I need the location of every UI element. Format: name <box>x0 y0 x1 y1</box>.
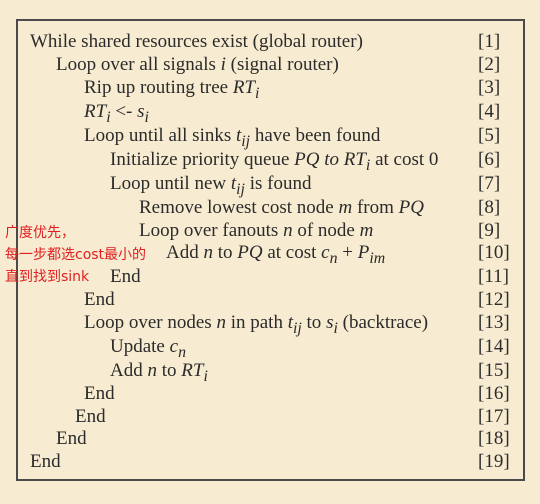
code-line-13: Loop over nodes n in path tij to si (bac… <box>0 311 540 337</box>
line-number: [11] <box>478 266 509 287</box>
code-line-6: Initialize priority queue PQ to RTi at c… <box>0 148 540 174</box>
code-line-10: Add n to PQ at cost cn + Pim [10] <box>0 241 540 267</box>
line-number: [18] <box>478 428 510 449</box>
code-text: End <box>84 383 115 404</box>
code-text: Update cn <box>110 336 186 361</box>
line-number: [7] <box>478 173 501 194</box>
line-number: [8] <box>478 197 501 218</box>
code-line-9: Loop over fanouts n of node m [9] <box>0 219 540 243</box>
annotation-line: 每一步都选cost最小的 <box>5 247 147 263</box>
code-text: Add n to RTi <box>110 360 208 385</box>
code-text: Initialize priority queue PQ to RTi at c… <box>110 149 439 174</box>
code-line-8: Remove lowest cost node m from PQ [8] <box>0 196 540 220</box>
line-number: [13] <box>478 312 510 333</box>
code-text: Loop over all signals i (signal router) <box>56 54 339 75</box>
annotation-line: 直到找到sink <box>5 269 90 285</box>
code-line-14: Update cn [14] <box>0 335 540 361</box>
line-number: [10] <box>478 242 510 263</box>
code-line-19: End [19] <box>0 450 540 474</box>
line-number: [16] <box>478 383 510 404</box>
line-number: [12] <box>478 289 510 310</box>
code-text: Loop until all sinks tij have been found <box>84 125 381 150</box>
code-text: End <box>75 406 106 427</box>
code-text: RTi <- si <box>84 101 149 126</box>
code-line-16: End [16] <box>0 382 540 406</box>
code-text: Loop over fanouts n of node m <box>139 220 374 241</box>
line-number: [6] <box>478 149 501 170</box>
code-line-2: Loop over all signals i (signal router) … <box>0 53 540 77</box>
code-text: End <box>84 289 115 310</box>
code-text: Rip up routing tree RTi <box>84 77 260 102</box>
code-text: End <box>56 428 87 449</box>
code-text: End <box>30 451 61 472</box>
line-number: [9] <box>478 220 501 241</box>
code-line-4: RTi <- si [4] <box>0 100 540 126</box>
line-number: [2] <box>478 54 501 75</box>
code-line-11: End [11] <box>0 265 540 289</box>
code-line-5: Loop until all sinks tij have been found… <box>0 124 540 150</box>
line-number: [3] <box>478 77 501 98</box>
code-line-18: End [18] <box>0 427 540 451</box>
line-number: [4] <box>478 101 501 122</box>
line-number: [17] <box>478 406 510 427</box>
algorithm-box <box>16 19 525 481</box>
annotation-line: 广度优先， <box>5 225 75 241</box>
code-text: End <box>110 266 141 287</box>
line-number: [15] <box>478 360 510 381</box>
code-line-7: Loop until new tij is found [7] <box>0 172 540 198</box>
code-line-15: Add n to RTi [15] <box>0 359 540 385</box>
line-number: [19] <box>478 451 510 472</box>
code-text: Remove lowest cost node m from PQ <box>139 197 424 218</box>
code-line-17: End [17] <box>0 405 540 429</box>
handwritten-annotation: 广度优先， 每一步都选cost最小的 直到找到sink <box>5 222 205 288</box>
code-line-3: Rip up routing tree RTi [3] <box>0 76 540 102</box>
code-text: Loop over nodes n in path tij to si (bac… <box>84 312 429 337</box>
code-text: Add n to PQ at cost cn + Pim <box>166 242 386 267</box>
line-number: [14] <box>478 336 510 357</box>
code-line-1: While shared resources exist (global rou… <box>0 30 540 54</box>
code-line-12: End [12] <box>0 288 540 312</box>
line-number: [1] <box>478 31 501 52</box>
line-number: [5] <box>478 125 501 146</box>
code-text: Loop until new tij is found <box>110 173 312 198</box>
code-text: While shared resources exist (global rou… <box>30 31 363 52</box>
